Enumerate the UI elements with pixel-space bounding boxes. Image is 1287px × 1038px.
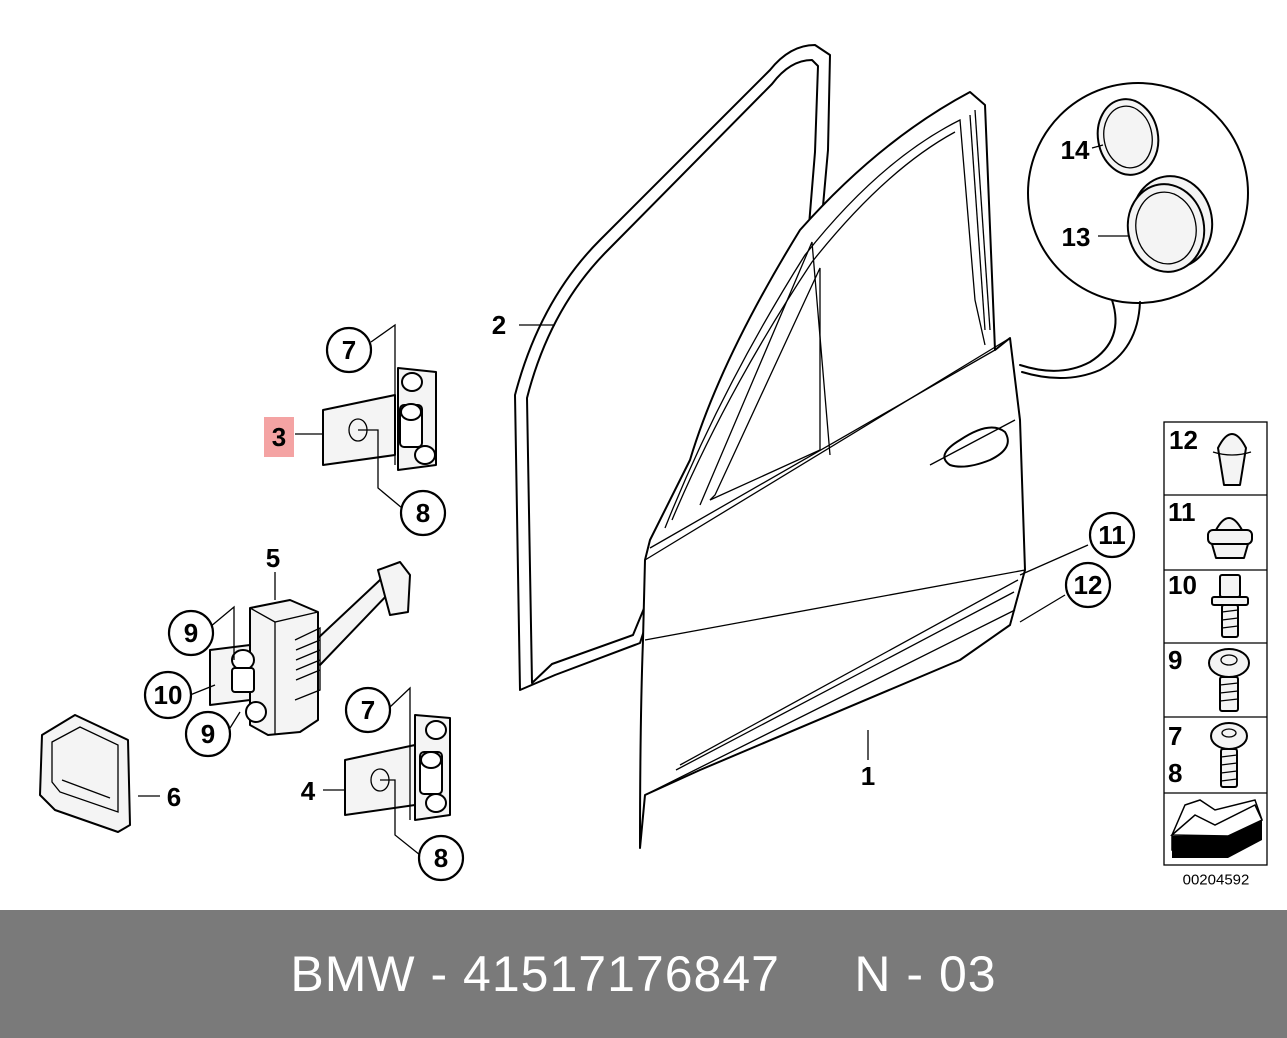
callout-6: 6 — [167, 782, 181, 812]
callout-9-bottom: 9 — [201, 719, 215, 749]
footer-code: N - 03 — [854, 946, 997, 1002]
parts-diagram: .ln { fill: none; stroke: #000; stroke-w… — [39, 44, 1268, 889]
callout-5: 5 — [266, 543, 280, 573]
legend-label-8: 8 — [1168, 758, 1182, 788]
callout-13: 13 — [1062, 222, 1091, 252]
callout-7-upper: 7 — [342, 335, 356, 365]
hex-screw-icon — [1210, 722, 1248, 788]
highlight-3 — [264, 417, 294, 457]
footer-part-number: 41517176847 — [463, 946, 780, 1002]
legend-label-12: 12 — [1169, 425, 1198, 455]
callout-circle-9-top — [167, 609, 215, 657]
diagram-number: 00204592 — [1183, 872, 1250, 889]
callout-circle-11 — [1088, 511, 1136, 559]
detail-magnifier — [1019, 82, 1249, 379]
callout-7-lower: 7 — [361, 695, 375, 725]
cone-clip-icon — [1212, 433, 1252, 486]
expanding-rivet-icon — [1207, 517, 1253, 559]
callout-10: 10 — [154, 680, 183, 710]
leader-lines — [138, 144, 1128, 856]
footer-bar: BMW - 41517176847 N - 03 — [0, 910, 1287, 1038]
arrow-left-icon — [1170, 799, 1263, 858]
legend-label-9: 9 — [1168, 645, 1182, 675]
door-brake-cover — [39, 714, 131, 833]
legend-label-10: 10 — [1168, 570, 1197, 600]
footer-separator: - — [415, 946, 464, 1002]
torx-bolt-icon — [1211, 574, 1249, 638]
callout-circle-8-lower — [417, 834, 465, 882]
callout-circle-9-bottom — [184, 710, 232, 758]
callout-11: 11 — [1098, 520, 1126, 550]
callout-circle-7-upper — [325, 326, 373, 374]
legend-label-11: 11 — [1168, 497, 1196, 527]
callout-9-top: 9 — [184, 618, 198, 648]
callouts: 2 1 14 13 11 12 7 3 8 5 9 10 9 6 7 4 8 — [143, 135, 1136, 882]
upper-hinge — [322, 367, 437, 471]
callout-circle-7-lower — [344, 686, 392, 734]
callout-14: 14 — [1061, 135, 1090, 165]
callout-3: 3 — [272, 422, 286, 452]
callout-8-upper: 8 — [416, 498, 430, 528]
footer-brand: BMW — [290, 946, 416, 1002]
parts-legend: 12 11 10 9 7 8 — [1163, 421, 1268, 889]
callout-4: 4 — [301, 776, 316, 806]
flange-screw-icon — [1208, 648, 1250, 712]
callout-2: 2 — [492, 310, 506, 340]
door-shell — [639, 91, 1026, 849]
callout-12: 12 — [1074, 570, 1103, 600]
legend-label-7: 7 — [1168, 721, 1182, 751]
callout-circle-12 — [1064, 561, 1112, 609]
callout-8-lower: 8 — [434, 843, 448, 873]
footer-gap — [780, 945, 854, 1003]
callout-1: 1 — [861, 761, 875, 791]
callout-circle-10 — [143, 670, 193, 720]
callout-circle-8-upper — [399, 489, 447, 537]
door-brake — [209, 561, 411, 736]
